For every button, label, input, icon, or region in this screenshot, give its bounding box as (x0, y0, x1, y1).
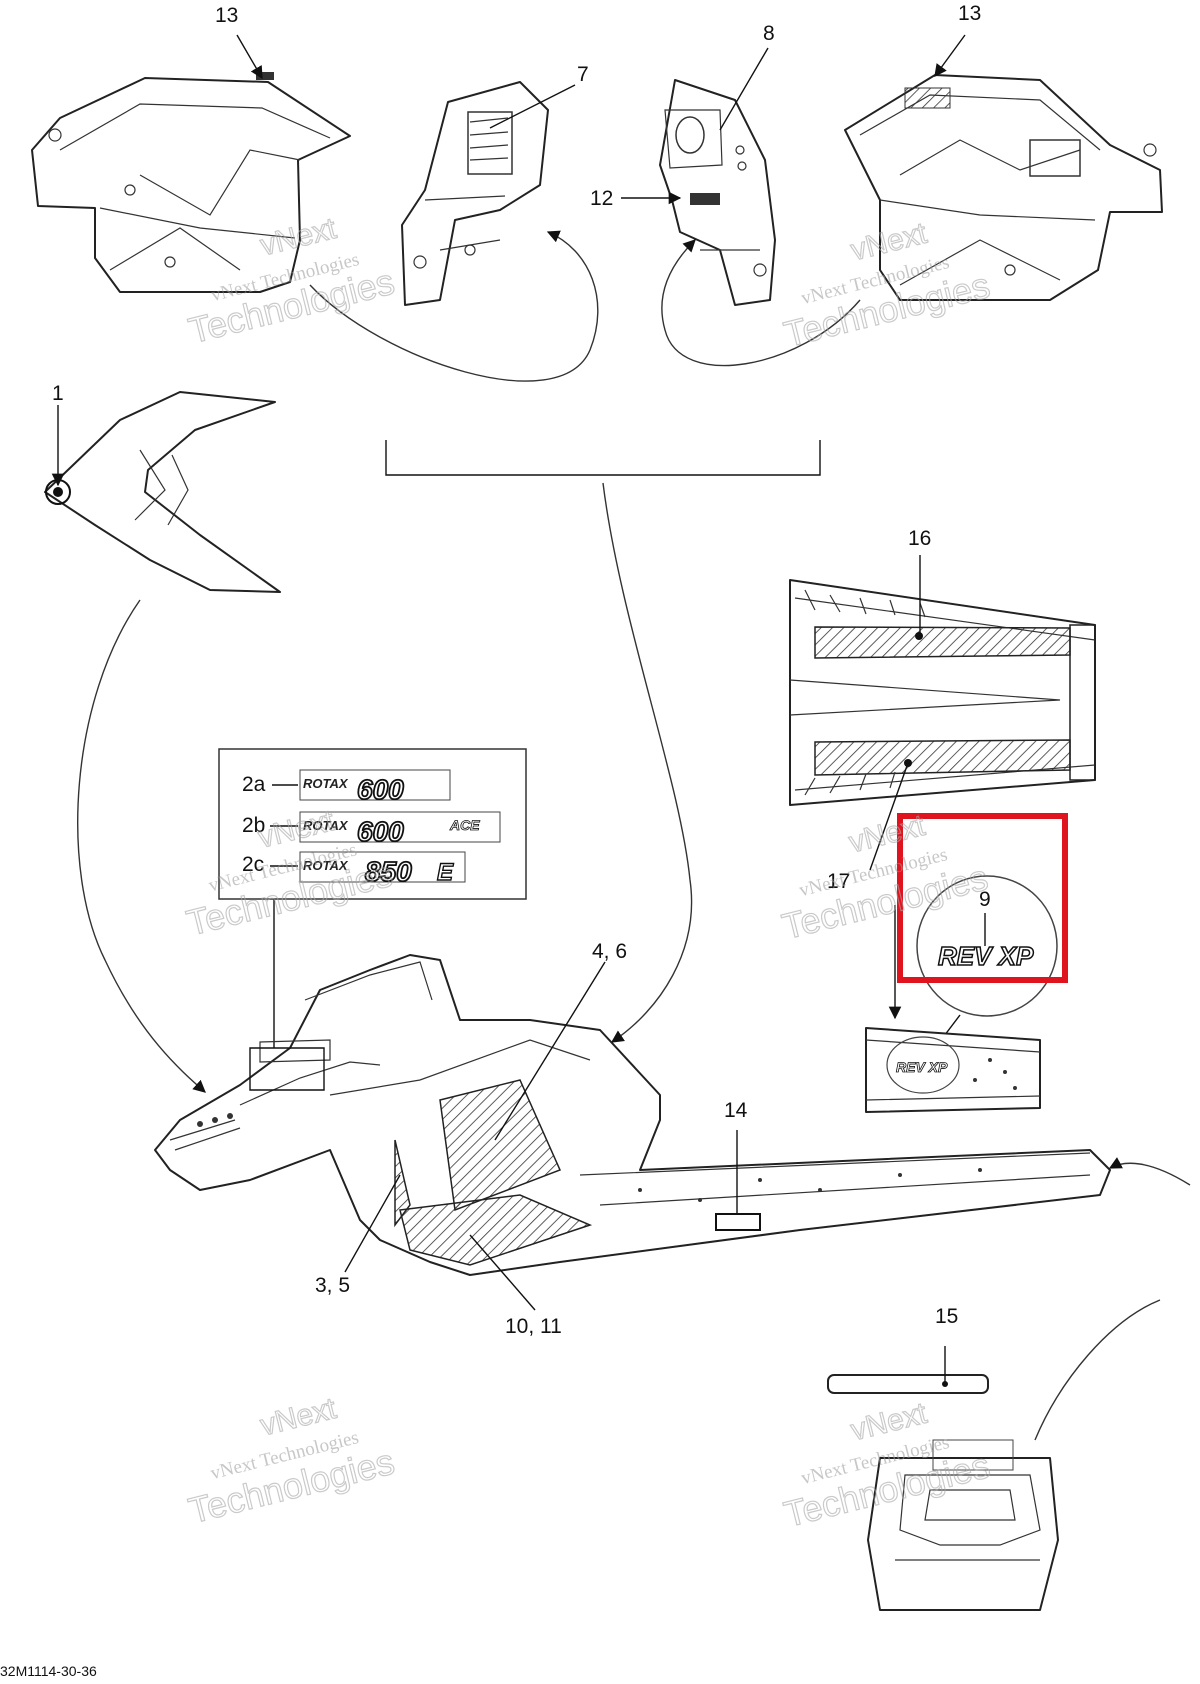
svg-text:REV XP: REV XP (938, 941, 1034, 971)
decal-2a: ROTAX 600 (299, 769, 451, 806)
svg-text:600: 600 (357, 816, 404, 847)
watermarks: vNext Technologies Technologies vNext vN… (182, 211, 994, 1535)
decal-2c: ROTAX 850 E (299, 851, 466, 888)
callout-3-5: 3, 5 (315, 1274, 350, 1297)
grouping-bracket (385, 440, 821, 476)
snowmobile-body (154, 954, 1111, 1276)
svg-text:600: 600 (357, 774, 404, 805)
right-console-panel (659, 79, 776, 306)
callout-4-6: 4, 6 (592, 940, 627, 963)
decal-2b: ROTAX 600 ACE (299, 811, 501, 848)
hood-decal-part (44, 391, 281, 593)
left-console-panel (401, 81, 549, 306)
svg-text:ROTAX: ROTAX (303, 858, 349, 873)
connector-curve-left (309, 230, 599, 382)
connector-curve-right (661, 239, 861, 367)
tunnel-strip-detail: REV XP (865, 1027, 1041, 1113)
callout-2b: 2b (242, 814, 265, 837)
callout-2c: 2c (242, 853, 264, 876)
callout-13-left: 13 (215, 4, 238, 27)
figure-code: 32M1114-30-36 (0, 1663, 97, 1679)
callout-9: 9 (979, 888, 991, 911)
engine-decal-box: ROTAX 600 ROTAX 600 ACE ROTAX 850 E (218, 748, 527, 900)
callout-16: 16 (908, 527, 931, 550)
svg-text:850: 850 (365, 856, 412, 887)
svg-text:ROTAX: ROTAX (303, 776, 349, 791)
svg-text:REV XP: REV XP (896, 1059, 948, 1075)
right-side-panel (844, 74, 1163, 301)
leader-lines (51, 34, 966, 1382)
svg-text:E: E (437, 859, 454, 886)
callout-1: 1 (52, 382, 64, 405)
callout-17: 17 (827, 870, 850, 893)
rear-bumper-part (827, 1374, 1059, 1611)
callout-labels: 13 7 8 13 12 1 16 2a 2b 2c 17 9 4, 6 14 … (52, 2, 991, 1338)
callout-12: 12 (590, 187, 613, 210)
callout-13-right: 13 (958, 2, 981, 25)
highlight-box (897, 813, 1068, 983)
svg-text:ACE: ACE (449, 817, 480, 833)
callout-14: 14 (724, 1099, 748, 1122)
callout-8: 8 (763, 22, 775, 45)
svg-text:ROTAX: ROTAX (303, 818, 349, 833)
callout-2a: 2a (242, 773, 266, 796)
left-side-panel (31, 72, 351, 293)
callout-10-11: 10, 11 (505, 1315, 562, 1338)
callout-15: 15 (935, 1305, 958, 1328)
running-board-part (789, 579, 1096, 806)
callout-7: 7 (577, 63, 589, 86)
